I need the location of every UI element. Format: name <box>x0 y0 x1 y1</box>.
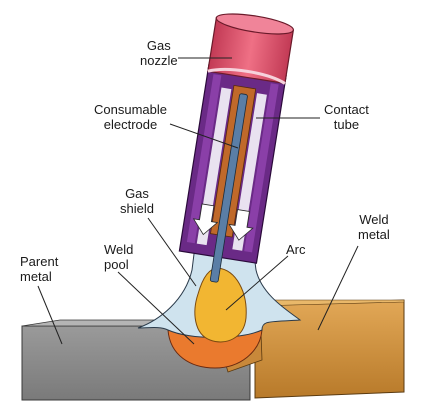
label-parent-metal: Parent metal <box>20 254 59 284</box>
leader-parent-metal <box>37 285 63 345</box>
label-consumable-electrode: Consumable electrode <box>94 102 167 132</box>
arc-glow <box>194 267 247 343</box>
label-gas-shield: Gas shield <box>120 186 154 216</box>
label-contact-tube: Contact tube <box>324 102 369 132</box>
leader-weld-metal <box>317 245 359 331</box>
leader-gas-shield <box>147 217 197 287</box>
leader-weld-pool <box>117 271 195 345</box>
label-weld-pool: Weld pool <box>104 242 134 272</box>
label-arc: Arc <box>286 242 306 257</box>
welding-torch <box>178 13 295 283</box>
leader-consumable-electrode <box>169 123 239 149</box>
leader-lines <box>37 57 359 345</box>
leader-arc <box>225 255 289 311</box>
label-gas-nozzle: Gas nozzle <box>140 38 178 68</box>
label-weld-metal: Weld metal <box>358 212 390 242</box>
